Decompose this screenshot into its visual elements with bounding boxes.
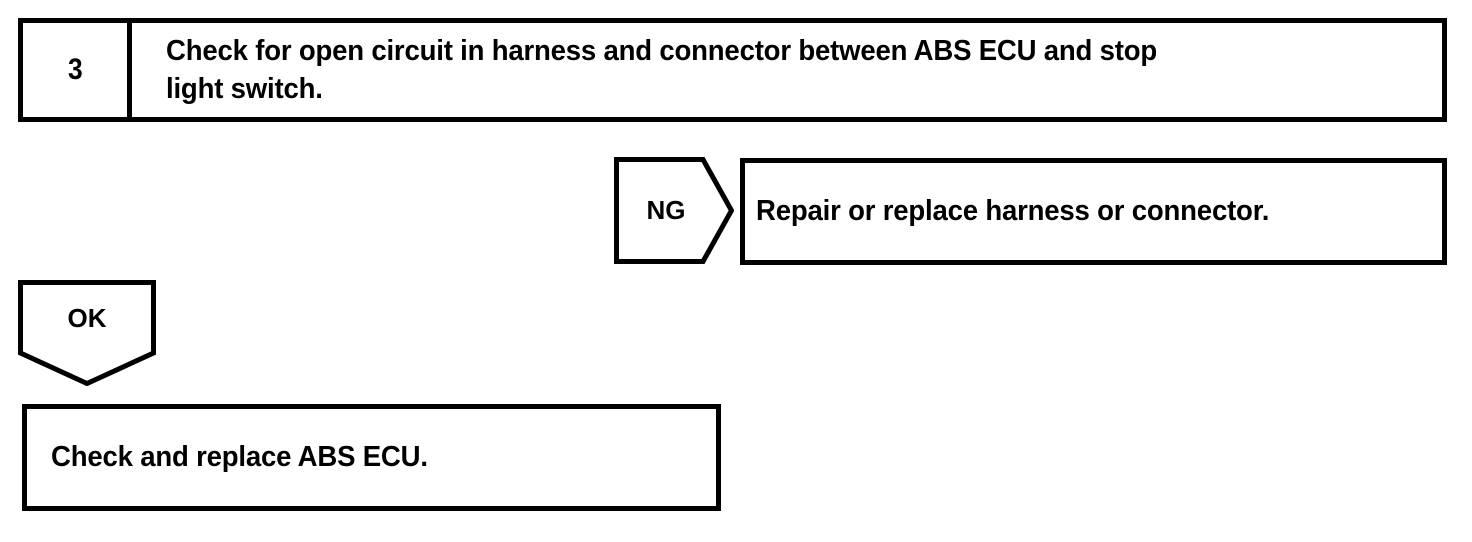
- step-instruction-box: 3 Check for open circuit in harness and …: [18, 18, 1447, 122]
- step-instruction-text: Check for open circuit in harness and co…: [166, 35, 1158, 106]
- ok-branch-label-wrap: OK: [18, 280, 156, 356]
- ng-branch-arrow: [614, 157, 734, 264]
- step-number-text: 3: [67, 53, 83, 86]
- ok-branch-label: OK: [67, 302, 107, 333]
- ng-result-box: Repair or replace harness or connector.: [740, 158, 1447, 265]
- step-instruction-cell: Check for open circuit in harness and co…: [132, 23, 1442, 117]
- ng-branch-label-wrap: NG: [614, 157, 718, 264]
- ok-branch-arrow: [18, 280, 156, 386]
- ok-result-box: Check and replace ABS ECU.: [22, 404, 721, 511]
- ok-result-text: Check and replace ABS ECU.: [51, 441, 428, 473]
- step-number-cell: 3: [23, 23, 132, 117]
- ng-branch-label: NG: [646, 195, 686, 225]
- ng-result-text: Repair or replace harness or connector.: [756, 195, 1270, 227]
